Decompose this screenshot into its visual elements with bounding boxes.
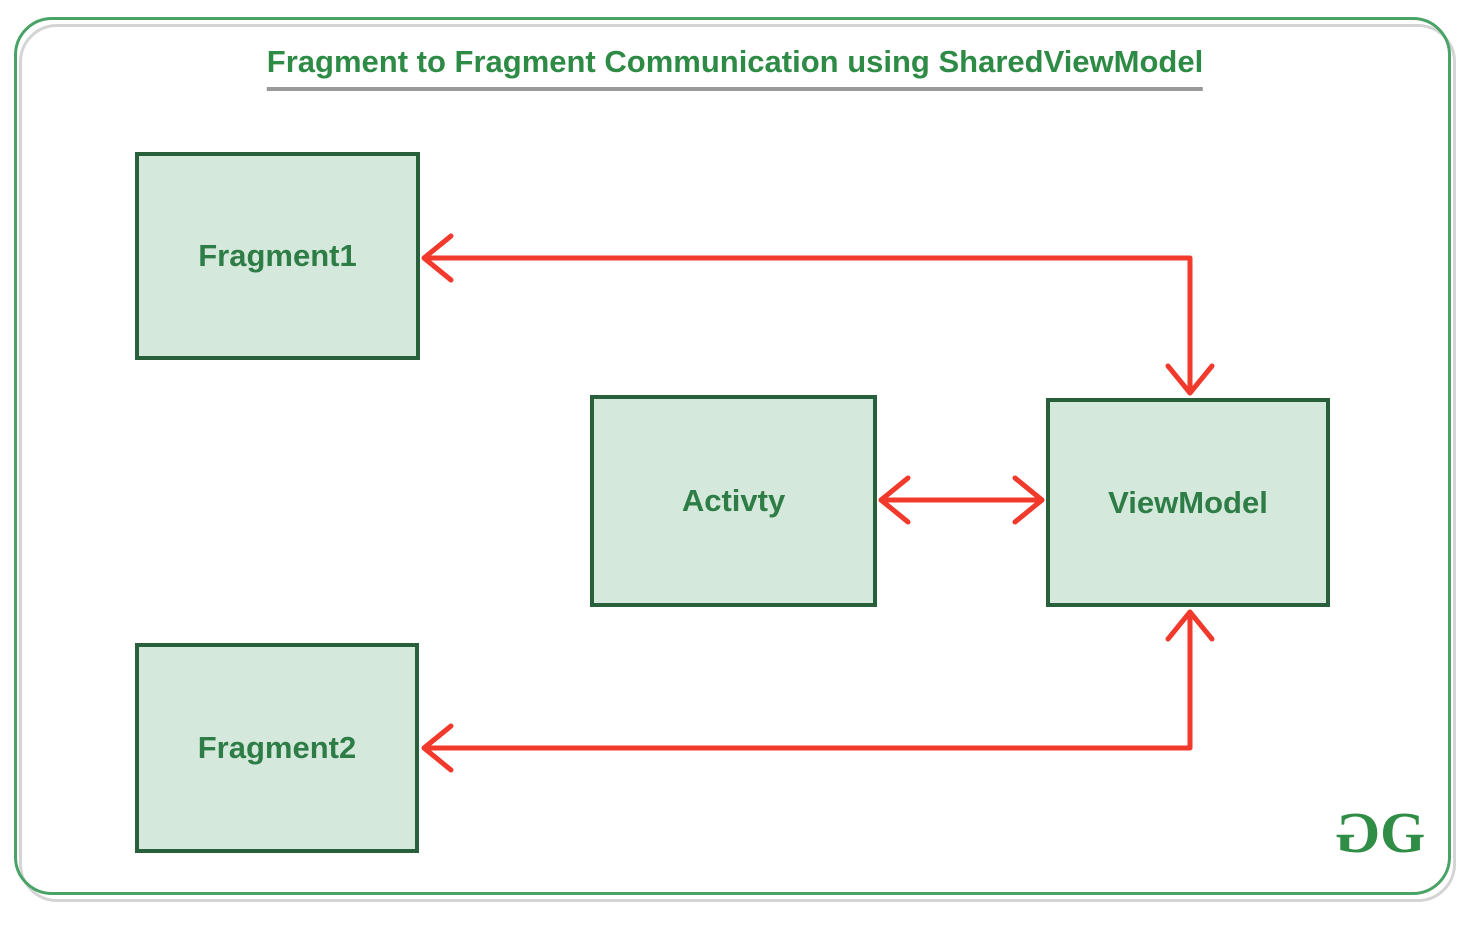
rounded-border-frame: [14, 17, 1451, 895]
node-activity-label: Activty: [681, 483, 786, 518]
node-fragment1-label: Fragment1: [198, 238, 357, 273]
edge-viewmodel-fragment2: [421, 609, 1215, 773]
logo-letter-reversed-g: G: [1340, 800, 1381, 865]
node-activity: Activty: [590, 395, 877, 607]
node-viewmodel: ViewModel: [1046, 398, 1330, 607]
logo-letter-g: G: [1380, 800, 1425, 865]
edge-activity-viewmodel: [878, 475, 1045, 525]
node-viewmodel-label: ViewModel: [1108, 484, 1268, 520]
node-fragment2: Fragment2: [135, 643, 419, 853]
diagram-title: Fragment to Fragment Communication using…: [266, 44, 1204, 91]
geeksforgeeks-logo: GG: [1340, 800, 1425, 865]
node-fragment2-label: Fragment2: [197, 730, 357, 765]
edge-viewmodel-fragment1: [421, 233, 1215, 396]
node-fragment1: Fragment1: [135, 152, 420, 360]
